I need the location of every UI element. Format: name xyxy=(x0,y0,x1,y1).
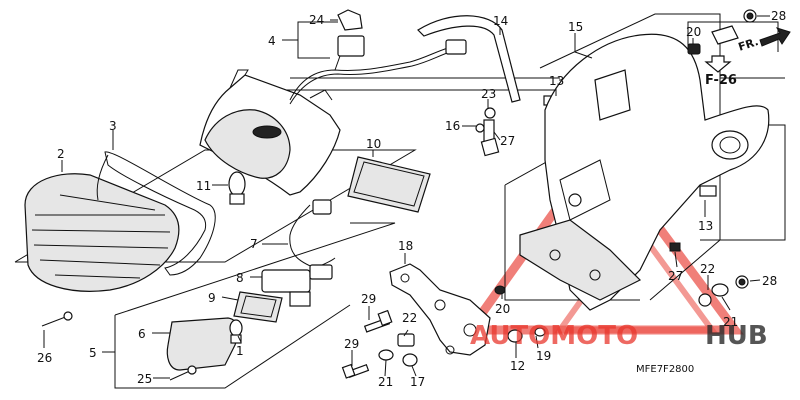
callout-16: 16 xyxy=(445,119,460,133)
callout-14: 14 xyxy=(493,14,508,28)
callout-22b: 22 xyxy=(402,311,417,325)
reference-arrow xyxy=(704,55,732,73)
upper-bolt-set xyxy=(475,107,500,157)
callout-17: 17 xyxy=(410,375,425,389)
callout-10: 10 xyxy=(366,137,381,151)
direction-label: FR. xyxy=(737,35,760,54)
callout-24: 24 xyxy=(309,13,324,27)
screw-26 xyxy=(41,311,73,327)
license-bulb xyxy=(229,319,243,344)
watermark-text-hub: HUB xyxy=(705,321,768,351)
fender-top-grommets xyxy=(687,9,757,55)
callout-11: 11 xyxy=(196,179,211,193)
lens-gasket xyxy=(96,151,216,276)
reflector xyxy=(347,156,431,213)
callout-13b: 13 xyxy=(698,219,713,233)
reference-label: F-26 xyxy=(705,73,737,88)
license-bracket xyxy=(389,263,491,356)
tail-lens xyxy=(24,173,180,292)
watermark-text-automoto: AUTOMOTO xyxy=(470,321,638,351)
socket-assembly xyxy=(261,264,333,307)
callout-27: 27 xyxy=(500,134,515,148)
callout-6: 6 xyxy=(138,327,146,341)
callout-4: 4 xyxy=(268,34,276,48)
callout-9: 9 xyxy=(208,291,216,305)
callout-7: 7 xyxy=(250,237,258,251)
callout-20: 20 xyxy=(686,25,701,39)
tail-light-housing xyxy=(199,69,341,196)
wire-harness xyxy=(289,9,467,105)
callout-29: 29 xyxy=(361,292,376,306)
tail-bulb xyxy=(228,171,246,205)
callout-19: 19 xyxy=(536,349,551,363)
callout-13: 13 xyxy=(549,74,564,88)
callout-23: 23 xyxy=(481,87,496,101)
callout-29b: 29 xyxy=(344,337,359,351)
callout-18: 18 xyxy=(398,239,413,253)
callout-28: 28 xyxy=(771,9,786,23)
rear-fender xyxy=(519,33,770,311)
license-lens xyxy=(166,317,239,371)
front-direction-arrow xyxy=(759,27,791,47)
callout-27b: 27 xyxy=(668,269,683,283)
license-gasket xyxy=(233,291,283,323)
callout-1: 1 xyxy=(236,344,244,358)
callout-21b: 21 xyxy=(378,375,393,389)
screw-25 xyxy=(169,365,197,381)
callout-2: 2 xyxy=(57,147,65,161)
callout-21: 21 xyxy=(723,315,738,329)
callout-5: 5 xyxy=(89,346,97,360)
callout-20b: 20 xyxy=(495,302,510,316)
callout-8: 8 xyxy=(236,271,244,285)
lower-fasteners xyxy=(341,242,749,379)
diagram-code: MFE7F2800 xyxy=(636,364,694,375)
trim-strip xyxy=(417,15,521,103)
rubber-grommet-lower xyxy=(699,185,717,197)
callout-15: 15 xyxy=(568,20,583,34)
callout-12: 12 xyxy=(510,359,525,373)
callout-22: 22 xyxy=(700,262,715,276)
callout-28b: 28 xyxy=(762,274,777,288)
callout-26: 26 xyxy=(37,351,52,365)
leader-lines xyxy=(43,15,770,379)
callout-labels: 24 4 14 15 20 28 13 23 16 27 2 3 11 10 1… xyxy=(37,9,786,389)
callout-25: 25 xyxy=(137,372,152,386)
callout-3: 3 xyxy=(109,119,117,133)
